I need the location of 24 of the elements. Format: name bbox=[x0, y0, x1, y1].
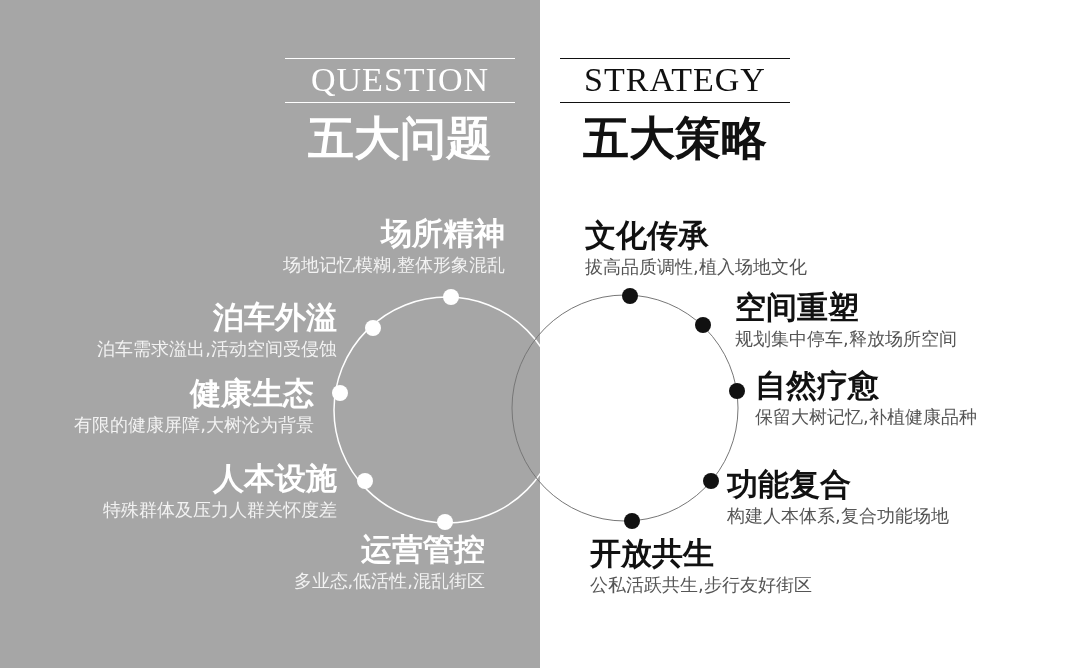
item-description: 构建人本体系,复合功能场地 bbox=[727, 504, 949, 528]
item-description: 场地记忆模糊,整体形象混乱 bbox=[283, 253, 505, 277]
heading-english: STRATEGY bbox=[583, 60, 767, 100]
item-title: 开放共生 bbox=[590, 534, 714, 572]
item-description: 保留大树记忆,补植健康品种 bbox=[755, 405, 977, 429]
heading: 五大策略 bbox=[582, 110, 768, 166]
heading: 五大问题 bbox=[307, 110, 493, 166]
item-description: 规划集中停车,释放场所空间 bbox=[735, 327, 957, 351]
item-description: 拔高品质调性,植入场地文化 bbox=[585, 255, 807, 279]
item-title: 功能复合 bbox=[727, 465, 851, 503]
item-title: 泊车外溢 bbox=[213, 298, 337, 336]
item-title: 空间重塑 bbox=[735, 288, 859, 326]
item-description: 特殊群体及压力人群关怀度差 bbox=[103, 498, 337, 522]
item-description: 有限的健康屏障,大树沦为背景 bbox=[74, 413, 314, 437]
item-title: 运营管控 bbox=[361, 530, 485, 568]
item-description: 泊车需求溢出,活动空间受侵蚀 bbox=[97, 337, 337, 361]
item-title: 场所精神 bbox=[381, 214, 505, 252]
item-title: 文化传承 bbox=[585, 216, 709, 254]
item-title: 健康生态 bbox=[190, 374, 314, 412]
item-title: 自然疗愈 bbox=[755, 366, 879, 404]
item-title: 人本设施 bbox=[213, 459, 337, 497]
item-description: 公私活跃共生,步行友好街区 bbox=[590, 573, 812, 597]
item-description: 多业态,低活性,混乱街区 bbox=[293, 569, 485, 593]
heading-english: QUESTION bbox=[310, 60, 490, 100]
